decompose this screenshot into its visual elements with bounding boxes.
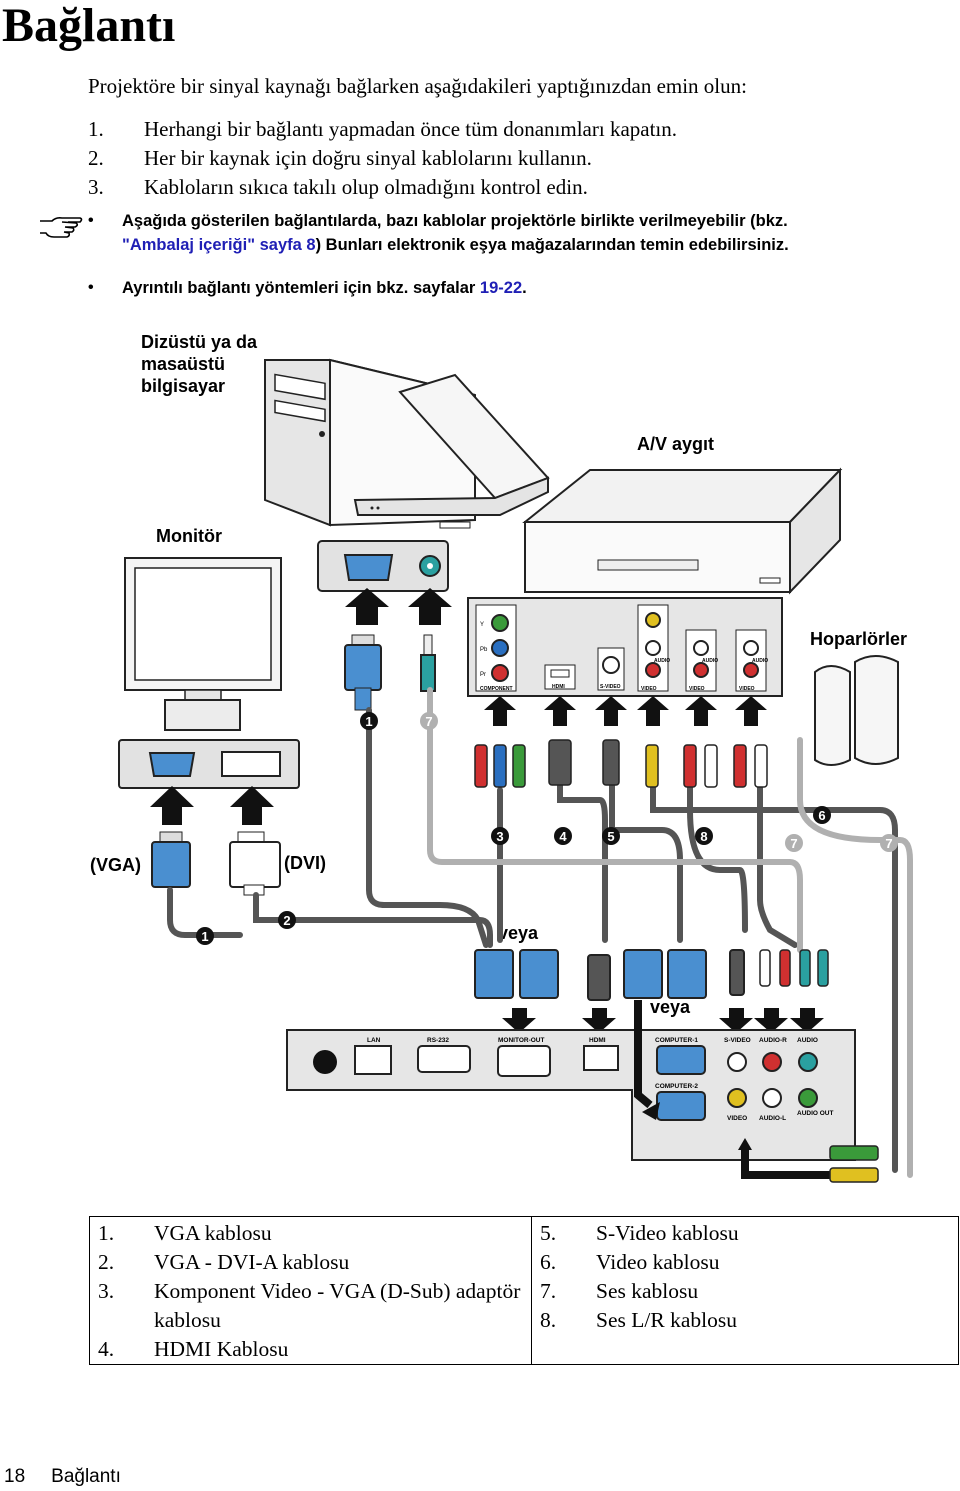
svg-text:S-VIDEO: S-VIDEO — [724, 1037, 751, 1044]
note-line: Aşağıda gösterilen bağlantılarda, bazı k… — [122, 212, 788, 230]
svg-text:AUDIO OUT: AUDIO OUT — [797, 1110, 834, 1117]
svg-text:Pb: Pb — [480, 647, 488, 653]
page-footer: 18 Bağlantı — [4, 1466, 121, 1488]
note-line: Ayrıntılı bağlantı yöntemleri için bkz. … — [122, 279, 527, 297]
or-label: veya — [650, 997, 691, 1017]
svg-text:6: 6 — [818, 808, 825, 823]
audio-out-cable — [738, 1138, 879, 1183]
svg-text:COMPUTER-1: COMPUTER-1 — [655, 1037, 698, 1044]
speakers-label: Hoparlörler — [810, 629, 907, 649]
legend-item: 2.VGA - DVI-A kablosu — [98, 1250, 350, 1274]
svg-text:S-VIDEO: S-VIDEO — [600, 684, 621, 690]
step-item: 1.Herhangi bir bağlantı yapmadan önce tü… — [88, 117, 677, 141]
svg-text:AUDIO-L: AUDIO-L — [759, 1115, 786, 1122]
svg-text:1: 1 — [201, 929, 208, 944]
av-ports-panel: Y Pb Pr COMPONENT HDMI S-VIDEO VIDEO VID… — [467, 597, 783, 697]
monitor-ports-panel — [118, 739, 300, 825]
projector-arrows — [502, 1008, 824, 1033]
svg-text:MONITOR-OUT: MONITOR-OUT — [498, 1037, 544, 1044]
av-device-icon — [522, 467, 843, 595]
page-number: 18 — [4, 1466, 26, 1487]
intro-text: Projektöre bir sinyal kaynağı bağlarken … — [88, 74, 747, 98]
svg-text:AUDIO-R: AUDIO-R — [759, 1037, 787, 1044]
svg-text:AUDIO: AUDIO — [702, 658, 718, 664]
page-title: Bağlantı — [2, 0, 176, 52]
svg-text:Y: Y — [480, 622, 484, 628]
legend-item: 1.VGA kablosu — [98, 1221, 272, 1245]
note-line: "Ambalaj içeriği" sayfa 8) Bunları elekt… — [122, 236, 789, 254]
svg-text:4: 4 — [559, 829, 567, 844]
projector-panel: LAN RS-232 MONITOR-OUT HDMI COMPUTER-1 C… — [286, 1029, 856, 1161]
svg-text:8: 8 — [700, 829, 707, 844]
page-link[interactable]: 19-22 — [479, 279, 523, 297]
computer-arrow — [634, 1000, 653, 1109]
svg-text:COMPONENT: COMPONENT — [480, 686, 513, 692]
monitor-icon — [124, 557, 282, 731]
svg-text:VIDEO: VIDEO — [641, 686, 657, 692]
vga-plug-icon — [151, 831, 191, 888]
step-item: 2.Her bir kaynak için doğru sinyal kablo… — [88, 146, 592, 170]
cable-legend-table: 1.VGA kablosu 2.VGA - DVI-A kablosu 3.Ko… — [89, 1216, 959, 1365]
svg-text:7: 7 — [790, 836, 797, 851]
svg-text:AUDIO: AUDIO — [797, 1037, 818, 1044]
svg-text:HDMI: HDMI — [589, 1037, 606, 1044]
speakers-icon — [814, 655, 899, 766]
svg-text:3: 3 — [496, 829, 503, 844]
bullet: • — [88, 279, 94, 296]
dvi-label: (DVI) — [284, 853, 326, 873]
svg-text:COMPUTER-2: COMPUTER-2 — [655, 1083, 698, 1090]
svg-text:RS-232: RS-232 — [427, 1037, 449, 1044]
bullet: • — [88, 212, 94, 229]
footer-section: Bağlantı — [51, 1466, 121, 1487]
legend-item: 3.Komponent Video - VGA (D-Sub) adaptör … — [98, 1279, 521, 1332]
svg-text:VIDEO: VIDEO — [739, 686, 755, 692]
svg-text:5: 5 — [607, 829, 614, 844]
svg-text:7: 7 — [885, 836, 892, 851]
svg-text:AUDIO: AUDIO — [752, 658, 768, 664]
audio-cables — [427, 687, 913, 1178]
legend-col-right: 5.S-Video kablosu 6.Video kablosu 7.Ses … — [531, 1216, 959, 1365]
svg-text:7: 7 — [425, 714, 432, 729]
svg-text:2: 2 — [283, 913, 290, 928]
legend-item: 4.HDMI Kablosu — [98, 1337, 289, 1361]
legend-col-left: 1.VGA kablosu 2.VGA - DVI-A kablosu 3.Ko… — [89, 1216, 532, 1365]
projector-side-plugs — [474, 949, 829, 1001]
page-link[interactable]: "Ambalaj içeriği" sayfa 8 — [122, 236, 316, 254]
legend-item: 7.Ses kablosu — [540, 1279, 699, 1303]
pointing-hand-icon — [40, 217, 83, 238]
av-arrows — [484, 696, 767, 726]
svg-text:1: 1 — [365, 714, 372, 729]
svg-text:Pr: Pr — [480, 672, 486, 678]
rca-plugs — [474, 739, 768, 788]
svg-text:HDMI: HDMI — [552, 684, 565, 690]
svg-text:AUDIO: AUDIO — [654, 658, 670, 664]
svg-text:VIDEO: VIDEO — [727, 1115, 747, 1122]
cables — [167, 707, 898, 1173]
computer-ports-panel — [317, 540, 452, 625]
dvi-plug-icon — [229, 831, 281, 896]
vga-plug-icon — [344, 634, 436, 711]
svg-text:LAN: LAN — [367, 1037, 381, 1044]
monitor-label: Monitör — [156, 526, 222, 546]
av-device-label: A/V aygıt — [637, 434, 714, 454]
step-item: 3.Kabloların sıkıca takılı olup olmadığı… — [88, 175, 588, 199]
legend-item: 6.Video kablosu — [540, 1250, 720, 1274]
vga-label: (VGA) — [90, 855, 141, 875]
laptop-icon — [353, 373, 550, 529]
svg-text:VIDEO: VIDEO — [689, 686, 705, 692]
or-label: veya — [498, 923, 539, 943]
legend-item: 5.S-Video kablosu — [540, 1221, 739, 1245]
legend-item: 8.Ses L/R kablosu — [540, 1308, 737, 1332]
cable-number-markers: 1 7 3 4 5 8 6 7 7 1 2 — [196, 712, 898, 945]
